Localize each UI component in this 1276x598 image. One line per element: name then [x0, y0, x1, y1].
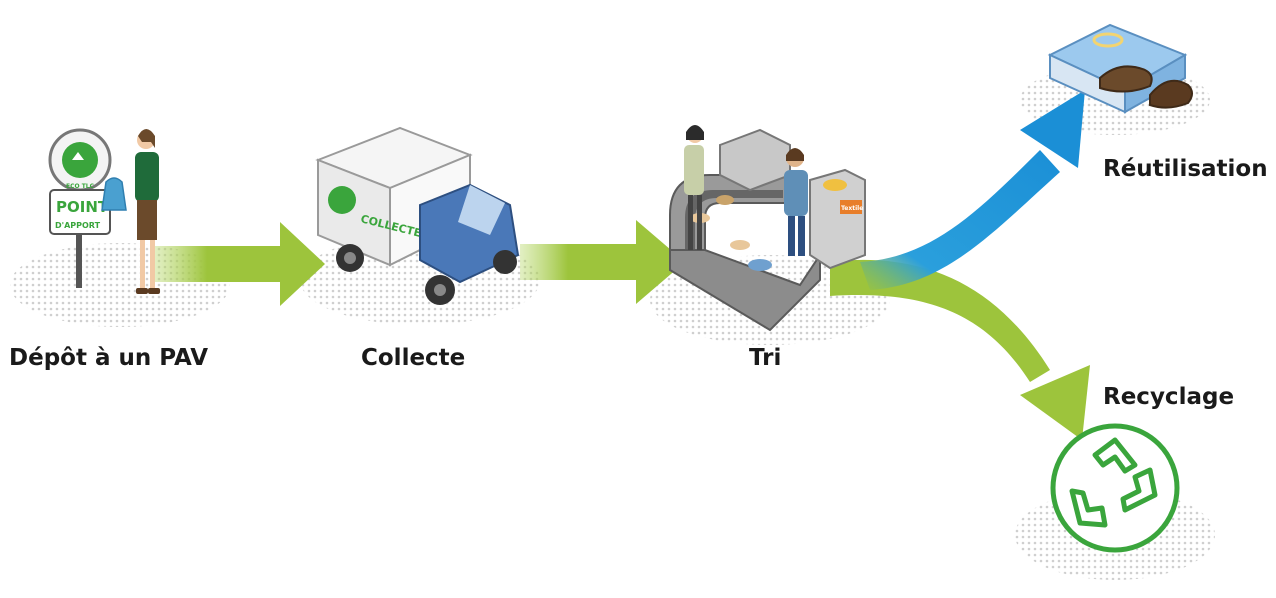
arrow-depot-to-collecte	[155, 222, 325, 306]
bin-textile-text: Textile	[841, 205, 863, 212]
step-label-depot: Dépôt à un PAV	[9, 345, 209, 371]
shoe-icon	[1099, 65, 1153, 93]
depot-illustration: ECO TLC POINT D'APPORT	[48, 128, 160, 294]
reutilisation-illustration	[1047, 23, 1193, 114]
recycle-icon	[1050, 423, 1180, 553]
step-label-tri: Tri	[749, 345, 782, 371]
ground-shadows	[10, 65, 1215, 580]
shoe-icon-2	[1149, 79, 1193, 109]
textile-bag-icon	[101, 177, 127, 211]
sorting-illustration: Textile	[669, 125, 866, 332]
arrow-collecte-to-tri	[520, 220, 685, 304]
bin-textile-icon	[809, 168, 866, 270]
step-label-collecte: Collecte	[361, 345, 466, 371]
arrow-tri-to-reutilisation	[860, 90, 1085, 290]
truck-logo-icon	[328, 186, 356, 214]
sign-point-text: POINT	[56, 198, 109, 216]
outcome-label-recyclage: Recyclage	[1103, 384, 1235, 410]
outcome-label-reutilisation: Réutilisation	[1103, 156, 1268, 182]
truck-illustration: COLLECTE	[315, 126, 520, 305]
sign-apport-text: D'APPORT	[55, 221, 101, 230]
arrow-tri-to-recyclage	[830, 259, 1090, 440]
badge-text: ECO TLC	[66, 183, 95, 190]
